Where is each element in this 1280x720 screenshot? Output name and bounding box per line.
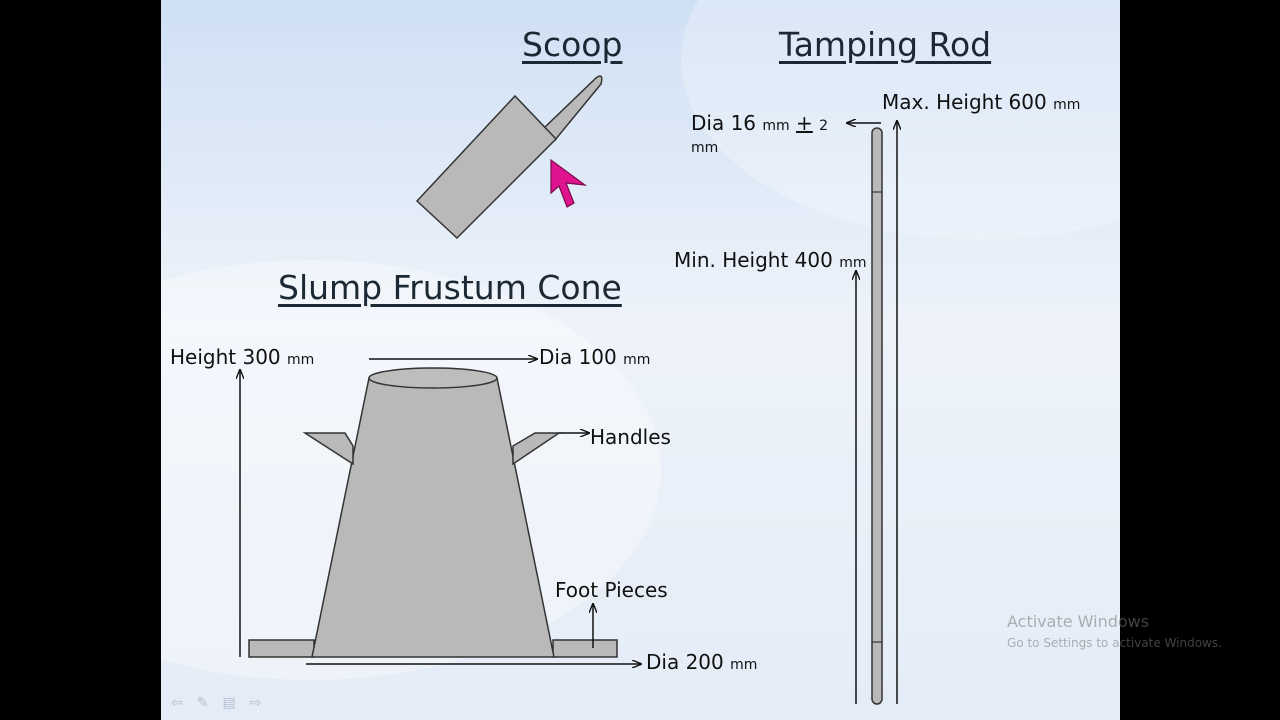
max-height-value: Max. Height 600 [882, 90, 1047, 114]
back-icon[interactable]: ⇦ [171, 695, 183, 711]
scoop-title: Scoop [522, 25, 623, 64]
dia-bottom-label: Dia 200 mm [646, 650, 757, 674]
foot-pieces-label: Foot Pieces [555, 578, 668, 602]
min-height-unit: mm [839, 255, 867, 271]
scoop-handle [542, 75, 603, 142]
foot-piece-right [552, 639, 618, 658]
slides-icon[interactable]: ▤ [222, 695, 236, 711]
diagram-canvas [161, 75, 1120, 705]
forward-icon[interactable]: ⇨ [249, 695, 262, 711]
rod-dia-value: Dia 16 [691, 111, 757, 135]
height-label: Height 300 mm [170, 345, 314, 369]
dia-bottom-value: Dia 200 [646, 650, 724, 674]
foot-piece-left [248, 639, 315, 658]
scoop [415, 75, 603, 240]
min-height-label: Min. Height 400 mm [674, 248, 867, 272]
activate-windows-title: Activate Windows [1007, 612, 1150, 631]
cone-title: Slump Frustum Cone [278, 268, 622, 307]
dia-bottom-unit: mm [730, 657, 758, 673]
slump-cone [248, 367, 618, 658]
plus-minus-sign: + [796, 111, 813, 135]
handle-left [302, 432, 354, 466]
cursor-arrow-icon [550, 158, 588, 208]
rod-dia-label: Dia 16 mm + 2 [691, 111, 828, 135]
rod-dia-tolerance: 2 [819, 118, 829, 134]
handle-right [512, 432, 562, 466]
height-value: Height 300 [170, 345, 281, 369]
tamping-rod-title: Tamping Rod [779, 25, 992, 64]
activate-windows-subtitle: Go to Settings to activate Windows. [1007, 636, 1222, 650]
dia-top-value: Dia 100 [539, 345, 617, 369]
min-height-value: Min. Height 400 [674, 248, 833, 272]
tamping-rod [871, 127, 883, 705]
dia-top-label: Dia 100 mm [539, 345, 650, 369]
scoop-body [415, 94, 558, 240]
rod-dia-unit-2: mm [691, 140, 719, 156]
max-height-unit: mm [1053, 97, 1081, 113]
rod-body [871, 127, 883, 705]
rod-dia-unit: mm [762, 118, 790, 134]
height-unit: mm [287, 352, 315, 368]
handles-label: Handles [590, 425, 671, 449]
cone-top-opening [368, 367, 498, 389]
pen-icon[interactable]: ✎ [196, 695, 209, 711]
dia-top-unit: mm [623, 352, 651, 368]
cone-body [311, 377, 555, 658]
max-height-label: Max. Height 600 mm [882, 90, 1080, 114]
slide: Scoop Tamping Rod Slump Frustum Cone Hei… [161, 0, 1120, 720]
slide-nav: ⇦ ✎ ▤ ⇨ [171, 695, 261, 711]
